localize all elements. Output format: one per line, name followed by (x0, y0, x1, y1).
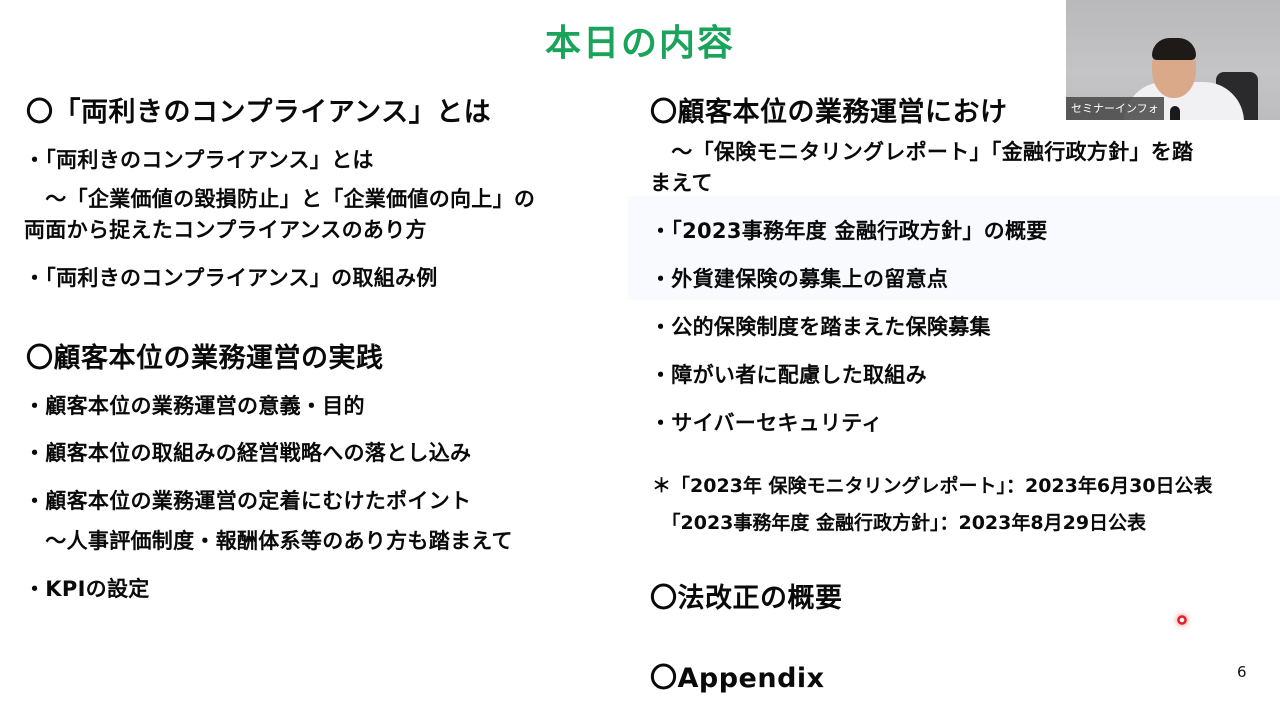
list-item: ・外貨建保険の募集上の留意点 (650, 267, 949, 291)
webcam-overlay[interactable]: セミナーインフォ (1066, 0, 1280, 120)
list-item: ・障がい者に配慮した取組み (650, 363, 927, 387)
list-item: 両面から捉えたコンプライアンスのあり方 (24, 218, 427, 242)
footnote: 「2023事務年度 金融行政方針」：2023年8月29日公表 (652, 512, 1147, 534)
section-heading-compliance: 〇「両利きのコンプライアンス」とは (26, 97, 492, 128)
list-item: ・KPIの設定 (24, 577, 150, 601)
background-tint (628, 196, 1280, 300)
list-item: ・「両利きのコンプライアンス」とは (24, 148, 374, 172)
list-item: ・サイバーセキュリティ (650, 411, 883, 435)
microphone-icon (1170, 106, 1180, 120)
list-item: ～「企業価値の毀損防止」と「企業価値の向上」の (24, 187, 536, 211)
presenter-name-label: セミナーインフォ (1066, 97, 1164, 120)
section-heading-customer-first: 〇顧客本位の業務運営の実践 (26, 343, 384, 374)
list-item: ～人事評価制度・報酬体系等のあり方も踏まえて (24, 529, 513, 553)
section-heading-monitoring: 〇顧客本位の業務運営におけ (650, 97, 1008, 128)
slide-title: 本日の内容 (544, 23, 735, 64)
page-number: 6 (1237, 663, 1247, 681)
section-heading-law-amendment: 〇法改正の概要 (650, 583, 843, 614)
section-subtitle: まえて (650, 171, 713, 195)
list-item: ・「両利きのコンプライアンス」の取組み例 (24, 266, 438, 290)
list-item: ・公的保険制度を踏まえた保険募集 (650, 315, 991, 339)
footnote: ＊「2023年 保険モニタリングレポート」：2023年6月30日公表 (652, 475, 1213, 497)
list-item: ・顧客本位の業務運営の定着にむけたポイント (24, 489, 472, 513)
section-heading-appendix: 〇Appendix (650, 663, 825, 694)
webcam-presenter-hair (1152, 38, 1196, 60)
laser-pointer-icon (1176, 614, 1188, 626)
list-item: ・「2023事務年度 金融行政方針」の概要 (650, 219, 1048, 243)
section-subtitle: ～「保険モニタリングレポート」「金融行政方針」を踏 (650, 140, 1194, 164)
list-item: ・顧客本位の取組みの経営戦略への落とし込み (24, 441, 472, 465)
list-item: ・顧客本位の業務運営の意義・目的 (24, 394, 365, 418)
